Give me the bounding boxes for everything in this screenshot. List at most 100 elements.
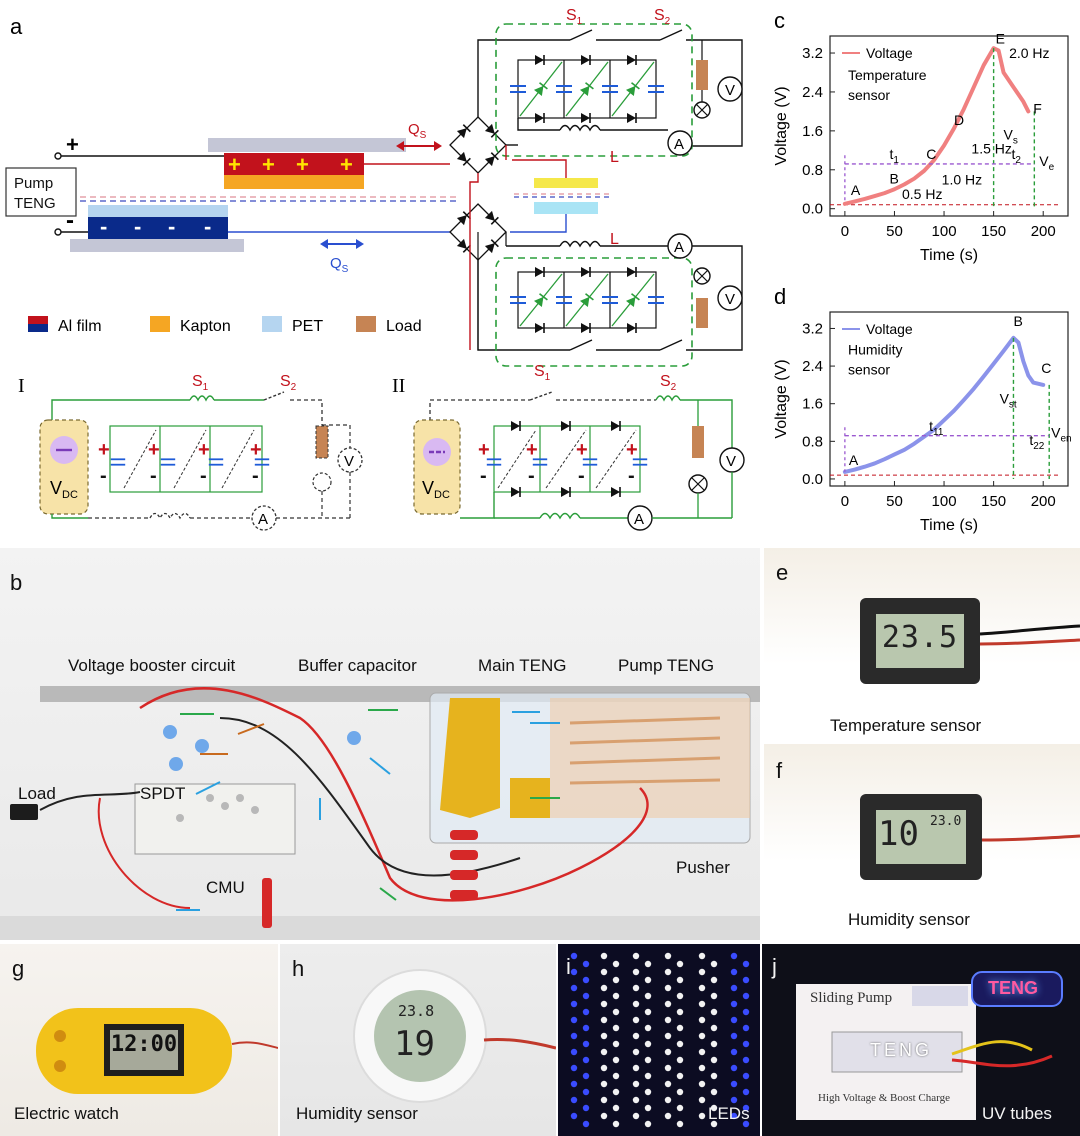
panel-h-label: h xyxy=(292,956,305,981)
sub-II-voltmeter: V xyxy=(726,453,736,470)
chart-c-interval-label-2: Vs xyxy=(1004,127,1018,147)
led-0-8 xyxy=(570,1016,578,1024)
led-0-10 xyxy=(570,1032,578,1040)
led-5-1 xyxy=(742,960,750,968)
sub-I-minus-2: - xyxy=(150,465,157,487)
sub-I-voltmeter: V xyxy=(344,453,354,470)
led-4-0 xyxy=(698,952,706,960)
chart-c-frame xyxy=(829,35,1069,217)
sub-I-plus-2: + xyxy=(148,439,160,461)
led-4-15 xyxy=(710,1072,718,1080)
chart-c-freq-label-1: 1.0 Hz xyxy=(942,171,982,187)
led-0-13 xyxy=(582,1056,590,1064)
led-5-5 xyxy=(742,992,750,1000)
led-4-17 xyxy=(710,1088,718,1096)
led-2-15 xyxy=(644,1072,652,1080)
led-3-13 xyxy=(676,1056,684,1064)
led-4-11 xyxy=(710,1040,718,1048)
poster-teng-text: TENG xyxy=(870,1040,933,1060)
sub-II-vdc: VDC xyxy=(422,478,450,501)
led-1-12 xyxy=(600,1048,608,1056)
chart-d-xtick-label-4: 200 xyxy=(1031,493,1056,510)
chart-c-interval-label-0: t1 xyxy=(890,146,900,166)
led-3-16 xyxy=(664,1080,672,1088)
led-2-14 xyxy=(632,1064,640,1072)
sub-I-minus-4: - xyxy=(252,465,259,487)
chart-c-series-line-0 xyxy=(842,46,1031,206)
led-4-2 xyxy=(698,968,706,976)
round-display-main: 19 xyxy=(394,1024,435,1064)
led-0-11 xyxy=(582,1040,590,1048)
round-humidity-device xyxy=(353,969,556,1103)
led-3-2 xyxy=(664,968,672,976)
chart-c-legend-label-0: Voltage xyxy=(866,45,913,61)
sub-I-plus-4: + xyxy=(250,439,262,461)
svg-text:-: - xyxy=(100,214,107,239)
sub-II-minus-3: - xyxy=(578,465,585,487)
led-2-7 xyxy=(644,1008,652,1016)
led-0-12 xyxy=(570,1048,578,1056)
led-2-19 xyxy=(644,1104,652,1112)
led-3-1 xyxy=(676,960,684,968)
chart-c-xlabel: Time (s) xyxy=(920,247,978,264)
terminal-minus: - xyxy=(66,207,74,234)
legend-pet: PET xyxy=(292,318,323,335)
pump-teng-label-2: TENG xyxy=(14,195,56,212)
sub-II-minus-1: - xyxy=(480,465,487,487)
caption-humidity-f: Humidity sensor xyxy=(848,910,970,929)
chart-c-xtick-label-4: 200 xyxy=(1031,223,1056,240)
panel-b-label: b xyxy=(10,570,23,595)
panel-f-label: f xyxy=(776,758,783,783)
panel-i-label: i xyxy=(566,954,571,979)
panel-i: i LEDs xyxy=(558,944,760,1136)
chart-d-xtick-label-3: 150 xyxy=(981,493,1006,510)
circuit-diagram: + + + + - - - - xyxy=(5,7,745,531)
voltmeter-bottom: V xyxy=(725,291,735,308)
led-0-5 xyxy=(582,992,590,1000)
legend-swatch-load xyxy=(356,316,376,332)
led-1-14 xyxy=(600,1064,608,1072)
led-3-10 xyxy=(664,1032,672,1040)
svg-text:+: + xyxy=(262,152,275,177)
poster-title: Sliding Pump xyxy=(810,990,893,1006)
chart-d-series-line-0 xyxy=(842,335,1046,474)
chart-d-legend-label-0: Voltage xyxy=(866,321,913,337)
led-2-13 xyxy=(644,1056,652,1064)
chart-d-interval-label-2: Vst xyxy=(1000,391,1017,411)
sub-I-plus-3: + xyxy=(198,439,210,461)
sub-II-plus-1: + xyxy=(478,439,490,461)
legend-swatch-pet xyxy=(262,316,282,332)
led-5-9 xyxy=(742,1024,750,1032)
led-3-8 xyxy=(664,1016,672,1024)
uv-tubes-scene xyxy=(796,971,1063,1120)
led-4-7 xyxy=(710,1008,718,1016)
led-0-17 xyxy=(582,1088,590,1096)
led-2-2 xyxy=(632,968,640,976)
sub-II-ammeter: A xyxy=(634,511,644,528)
led-0-7 xyxy=(582,1008,590,1016)
pump-teng-box xyxy=(5,167,77,217)
chart-c-inner-text-1: sensor xyxy=(848,87,890,103)
led-3-14 xyxy=(664,1064,672,1072)
label-voltage-booster: Voltage booster circuit xyxy=(68,656,236,675)
led-1-3 xyxy=(612,976,620,984)
led-0-18 xyxy=(570,1096,578,1104)
switch-s1-top: S1 xyxy=(566,7,583,27)
led-5-8 xyxy=(730,1016,738,1024)
chart-d-interval-label-3: Ven xyxy=(1051,425,1071,445)
chart-c-interval-label-1: t2 xyxy=(1011,146,1021,166)
svg-text:+: + xyxy=(296,152,309,177)
led-2-3 xyxy=(644,976,652,984)
sub-circuit-I xyxy=(39,391,363,531)
led-3-6 xyxy=(664,1000,672,1008)
led-5-0 xyxy=(730,952,738,960)
chart-c-interval-label-3: Ve xyxy=(1039,153,1054,173)
label-main-teng: Main TENG xyxy=(478,656,567,675)
sub-II-s1: S1 xyxy=(534,363,551,383)
led-3-12 xyxy=(664,1048,672,1056)
led-4-6 xyxy=(698,1000,706,1008)
legend-al-film: Al film xyxy=(58,318,102,335)
sub-II-plus-3: + xyxy=(576,439,588,461)
led-1-1 xyxy=(612,960,620,968)
